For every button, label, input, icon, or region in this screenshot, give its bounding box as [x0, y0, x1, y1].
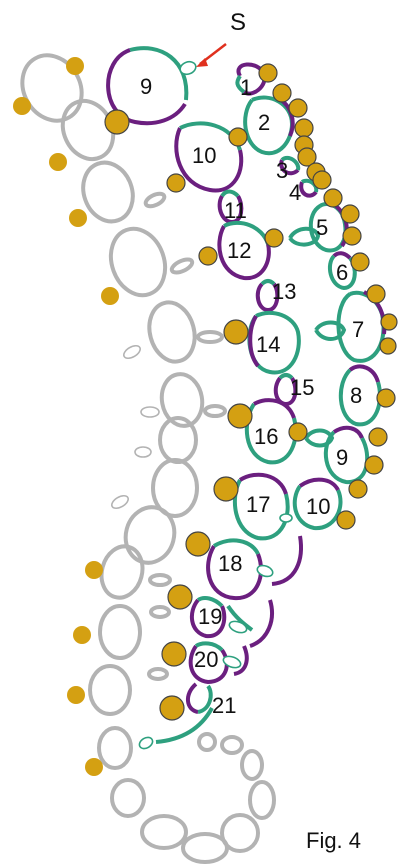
ring-label-18: 18 [218, 551, 242, 576]
ring-label-2: 2 [258, 110, 270, 135]
ring-label-8: 8 [350, 383, 362, 408]
ring-label-5: 5 [316, 215, 328, 240]
ring-label-4: 4 [289, 180, 301, 205]
ring-label-9-top: 9 [140, 74, 152, 99]
ring-label-10-lower: 10 [306, 494, 330, 519]
ring-label-21: 21 [212, 693, 236, 718]
start-marker: S [196, 9, 246, 67]
ring-label-15: 15 [290, 375, 314, 400]
ring-label-11: 11 [224, 198, 247, 223]
ring-label-17: 17 [246, 492, 270, 517]
ring-label-19: 19 [198, 604, 222, 629]
figure-caption: Fig. 4 [306, 828, 361, 853]
ring-label-14: 14 [256, 332, 280, 357]
ring-label-1: 1 [240, 75, 252, 100]
ring-label-9-lower: 9 [336, 445, 348, 470]
ring-labels: 9 1 2 10 3 4 11 5 12 6 13 7 14 15 8 16 9… [140, 74, 364, 718]
ring-label-16: 16 [254, 424, 278, 449]
ring-label-13: 13 [272, 279, 296, 304]
active-rings [108, 48, 384, 742]
ring-label-20: 20 [194, 647, 218, 672]
ring-label-6: 6 [336, 260, 348, 285]
ring-label-12: 12 [227, 238, 251, 263]
start-label: S [230, 9, 246, 36]
ring-label-3: 3 [276, 158, 288, 183]
ring-label-10-top: 10 [192, 143, 216, 168]
ring-label-7: 7 [352, 317, 364, 342]
